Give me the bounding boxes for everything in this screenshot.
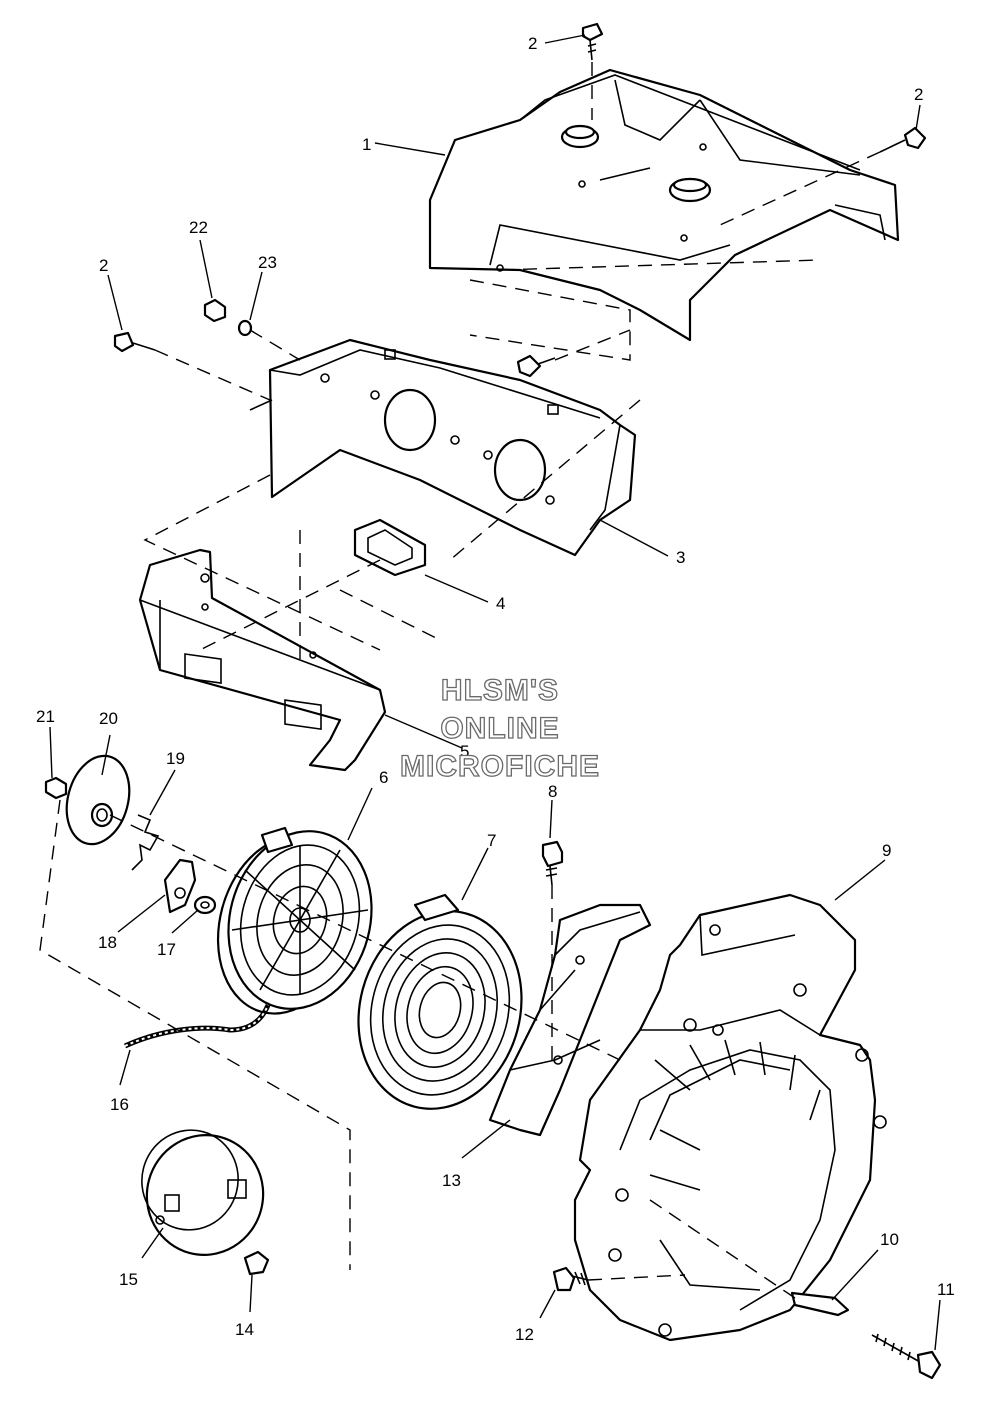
part-2-screw-left bbox=[113, 331, 156, 353]
part-11-long-bolt bbox=[871, 1333, 942, 1380]
part-14-bolt bbox=[243, 1250, 270, 1276]
callout-4: 4 bbox=[496, 594, 505, 613]
part-3-bracket-plate bbox=[249, 338, 637, 557]
fan-housing-vanes bbox=[649, 1039, 821, 1191]
callout-2-top: 2 bbox=[528, 34, 537, 53]
assembly-guide-lines bbox=[39, 62, 881, 1299]
callout-9: 9 bbox=[882, 841, 891, 860]
part-17-bushing bbox=[193, 895, 217, 915]
watermark-line-1: HLSM'S bbox=[441, 674, 559, 707]
part-2-screw-right bbox=[879, 126, 927, 153]
part-19-pawl-spring bbox=[131, 814, 160, 871]
part-13-side-plate bbox=[488, 903, 652, 1137]
callout-11: 11 bbox=[937, 1280, 955, 1299]
part-6-recoil-reel bbox=[216, 826, 373, 1015]
callout-13: 13 bbox=[442, 1171, 461, 1190]
watermark-line-2: ONLINE bbox=[440, 712, 559, 745]
callout-18: 18 bbox=[98, 933, 117, 952]
part-22-nut bbox=[203, 298, 227, 323]
callout-19: 19 bbox=[166, 749, 185, 768]
watermark: HLSM'S ONLINE MICROFICHE bbox=[399, 673, 600, 783]
callout-15: 15 bbox=[119, 1270, 138, 1289]
callout-16: 16 bbox=[110, 1095, 129, 1114]
part-9-fan-housing bbox=[573, 893, 887, 1342]
part-4-gasket bbox=[353, 518, 427, 577]
part-2-screw-center bbox=[516, 354, 556, 378]
part-7-recoil-spring bbox=[357, 893, 523, 1110]
part-8-bolt bbox=[541, 840, 564, 886]
part-5-lower-bracket bbox=[138, 548, 387, 772]
callout-10: 10 bbox=[880, 1230, 899, 1249]
part-18-pawl bbox=[163, 858, 197, 914]
part-16-starter-rope bbox=[123, 1003, 271, 1049]
callout-2-right: 2 bbox=[914, 85, 923, 104]
watermark-line-3: MICROFICHE bbox=[400, 750, 600, 783]
callout-2-left: 2 bbox=[99, 256, 108, 275]
part-23-washer bbox=[237, 319, 253, 337]
callout-17: 17 bbox=[157, 940, 176, 959]
callout-23: 23 bbox=[258, 253, 277, 272]
callout-1: 1 bbox=[362, 135, 371, 154]
callout-6: 6 bbox=[379, 768, 388, 787]
callout-20: 20 bbox=[99, 709, 118, 728]
part-20-washer-plate bbox=[65, 754, 131, 846]
part-12-bolt bbox=[552, 1266, 589, 1292]
part-10-clip bbox=[790, 1291, 850, 1317]
callout-8: 8 bbox=[548, 782, 557, 801]
callout-14: 14 bbox=[235, 1320, 254, 1339]
part-2-screw-top bbox=[581, 22, 604, 61]
part-21-nut bbox=[44, 776, 68, 800]
callout-22: 22 bbox=[189, 218, 208, 237]
leader-lines bbox=[49, 34, 941, 1351]
callout-labels: 1 2 2 2 3 4 5 6 7 8 9 10 11 12 13 14 15 … bbox=[36, 34, 955, 1344]
callout-5: 5 bbox=[460, 742, 469, 761]
part-1-top-shroud bbox=[428, 68, 900, 342]
callout-3: 3 bbox=[676, 548, 685, 567]
callout-12: 12 bbox=[515, 1325, 534, 1344]
part-15-starter-cup bbox=[141, 1129, 265, 1256]
callout-7: 7 bbox=[487, 831, 496, 850]
callout-21: 21 bbox=[36, 707, 55, 726]
